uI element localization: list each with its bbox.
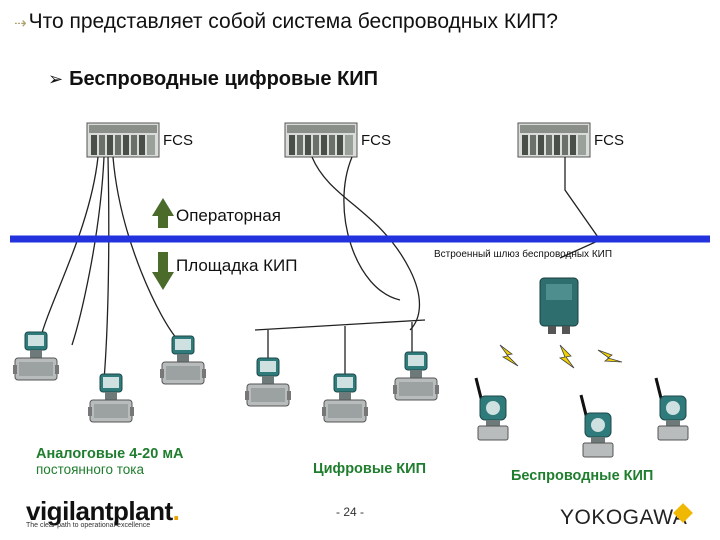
fcs-label-2: FCS xyxy=(361,132,391,149)
analog-cables xyxy=(39,156,179,381)
gateway-cable xyxy=(559,157,601,259)
brand-name: vigilantplant xyxy=(26,496,173,526)
slide-title-text: Что представляет собой система беспровод… xyxy=(28,10,558,33)
caption-analog-line1: Аналоговые 4-20 мА xyxy=(36,446,184,462)
fcs-controller-2 xyxy=(284,122,358,158)
yokogawa-logo: YOKOGAWA xyxy=(560,506,688,529)
zone-arrow xyxy=(152,198,174,290)
zone-label-operator: Операторная xyxy=(176,206,281,225)
brand-dot: . xyxy=(172,496,180,526)
gateway-label: Встроенный шлюз беспроводных КИП xyxy=(434,249,613,260)
caption-wireless: Беспроводные КИП xyxy=(511,468,654,484)
slide-subtitle: ➢Беспроводные цифровые КИП xyxy=(48,68,378,91)
brand-tagline: The clear path to operational excellence xyxy=(26,522,151,529)
analog-transmitter-3 xyxy=(159,335,207,385)
subtitle-arrow-icon: ➢ xyxy=(48,69,64,89)
slide-subtitle-text: Беспроводные цифровые КИП xyxy=(69,68,379,90)
digital-transmitter-2 xyxy=(321,373,369,423)
fcs-controller-3 xyxy=(517,122,591,158)
fcs-controller-1 xyxy=(86,122,160,158)
analog-transmitter-2 xyxy=(87,373,135,423)
caption-analog-line2: постоянного тока xyxy=(36,462,144,477)
wireless-transmitter-3 xyxy=(654,376,690,442)
fcs-label-3: FCS xyxy=(594,132,624,149)
fcs-label-1: FCS xyxy=(163,132,193,149)
caption-digital: Цифровые КИП xyxy=(313,461,426,477)
page-number: - 24 - xyxy=(336,505,365,519)
digital-transmitter-3 xyxy=(392,351,440,401)
radio-signals xyxy=(499,344,623,369)
slide-title: ⇢Что представляет собой система беспрово… xyxy=(14,10,558,34)
zone-label-field: Площадка КИП xyxy=(176,256,298,275)
title-bullet-icon: ⇢ xyxy=(14,15,27,32)
analog-transmitter-1 xyxy=(12,331,60,381)
wireless-transmitter-1 xyxy=(474,376,510,442)
digital-fieldbus xyxy=(254,156,426,375)
wireless-gateway xyxy=(539,277,579,334)
wireless-transmitter-2 xyxy=(579,393,615,459)
vigilantplant-logo: vigilantplant. xyxy=(26,496,180,527)
digital-transmitter-1 xyxy=(244,357,292,407)
